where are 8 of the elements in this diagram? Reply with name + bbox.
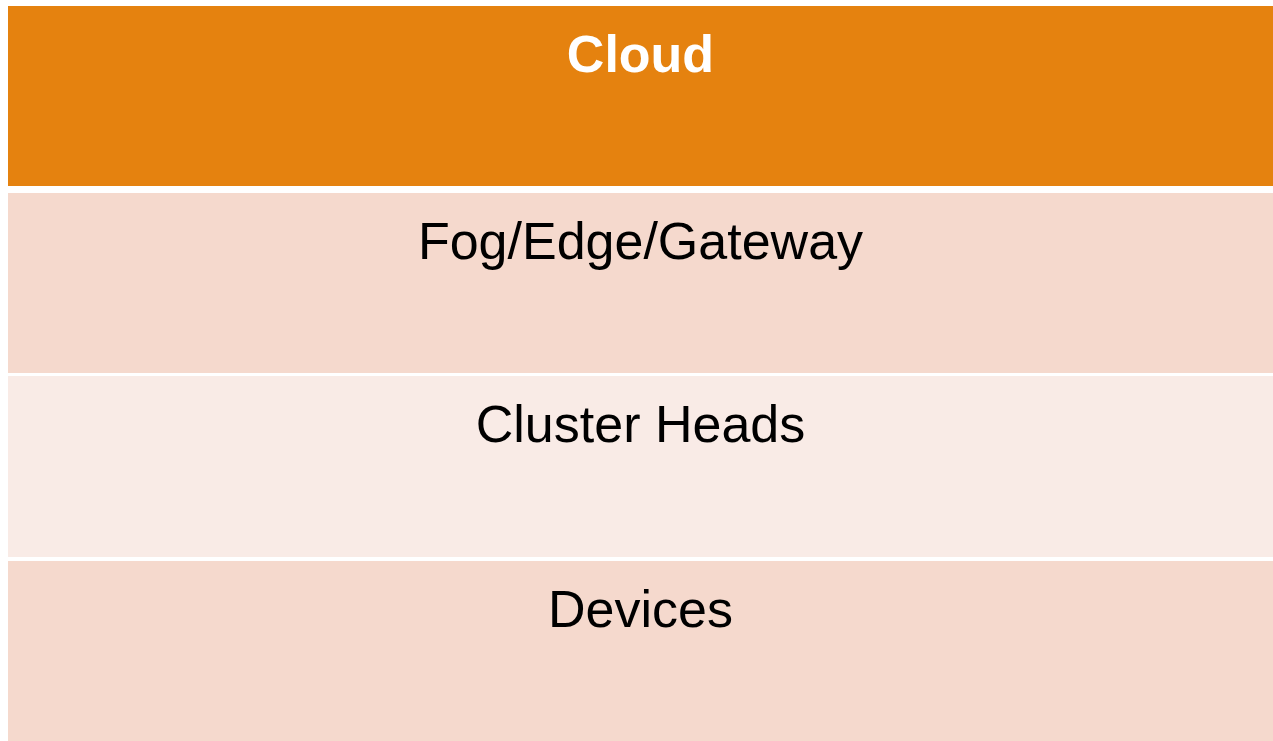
layer-band [8, 376, 1273, 557]
layer-band [8, 193, 1273, 373]
layer-label: Fog/Edge/Gateway [417, 211, 864, 271]
layer-label: Cluster Heads [475, 394, 806, 454]
layer-label: Cloud [566, 24, 715, 84]
layer-label: Devices [548, 579, 733, 639]
layer-band [8, 561, 1273, 741]
layer-band [8, 6, 1273, 186]
